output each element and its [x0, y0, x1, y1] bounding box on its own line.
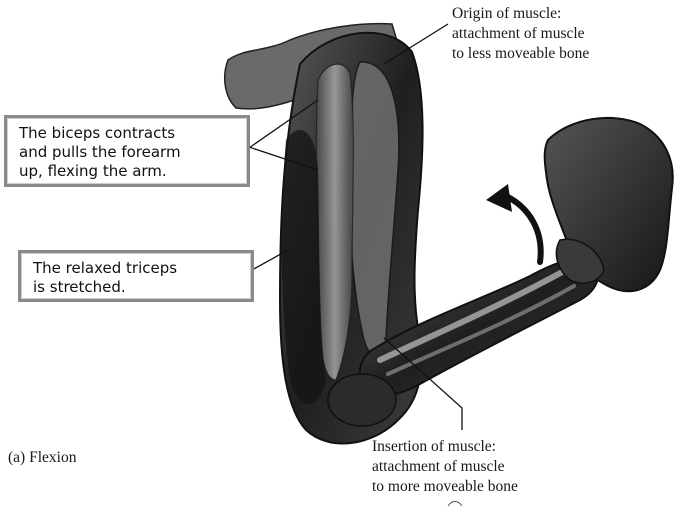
decorative-mark: [448, 502, 462, 507]
insertion-label-line-1: Insertion of muscle:: [372, 437, 518, 457]
biceps-callout-line-1: The biceps contracts: [19, 124, 237, 143]
origin-label-line-1: Origin of muscle:: [452, 4, 589, 24]
insertion-label-line-3: to more moveable bone: [372, 477, 518, 497]
humerus-bone: [316, 64, 353, 380]
panel-caption-text: (a) Flexion: [8, 448, 76, 468]
insertion-label: Insertion of muscle: attachment of muscl…: [372, 437, 518, 497]
elbow-joint: [328, 374, 396, 426]
biceps-callout-line-3: up, flexing the arm.: [19, 162, 237, 181]
origin-label-line-2: attachment of muscle: [452, 24, 589, 44]
biceps-callout-line-2: and pulls the forearm: [19, 143, 237, 162]
flexion-arrow-icon: [506, 196, 541, 262]
origin-label-line-3: to less moveable bone: [452, 44, 589, 64]
insertion-label-line-2: attachment of muscle: [372, 457, 518, 477]
biceps-callout: The biceps contracts and pulls the forea…: [4, 115, 250, 187]
triceps-callout: The relaxed triceps is stretched.: [18, 250, 254, 302]
triceps-callout-line-1: The relaxed triceps: [33, 259, 241, 278]
flexion-arrowhead-icon: [486, 184, 512, 212]
triceps-callout-line-2: is stretched.: [33, 278, 241, 297]
origin-label: Origin of muscle: attachment of muscle t…: [452, 4, 589, 64]
panel-caption: (a) Flexion: [8, 448, 76, 468]
